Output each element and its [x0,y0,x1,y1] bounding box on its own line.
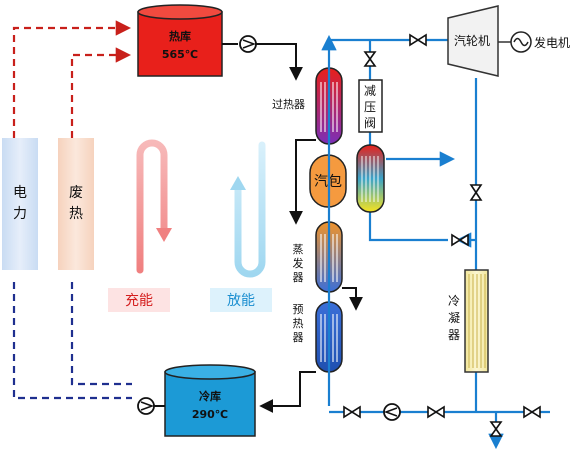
charge-legend-label: 充能 [125,293,153,309]
generator: 发电机 [498,31,570,53]
generator-label: 发电机 [534,35,570,50]
hot-salt-pump-icon [222,35,257,53]
turbine-label: 汽轮机 [454,33,490,48]
steam-turbine: 汽轮机 [447,5,499,77]
salt-flow-lines [259,139,363,413]
valve-icons [343,33,541,437]
superheater: 过热器 [272,67,343,145]
power-label-2: 力 [13,206,27,222]
cold-salt-pump-icon [137,397,165,415]
power-bar: 电 力 [2,138,38,270]
power-label-1: 电 [13,185,27,201]
prv-label-3: 阀 [364,116,376,130]
side-outlet-valve-icon [451,233,469,247]
condenser-line-valve-icon [469,184,483,201]
evaporator-label-1: 蒸 [293,243,304,256]
side-heat-exchanger [356,144,385,213]
waste-heat-label-2: 热 [69,206,83,222]
condenser-label-1: 冷 [448,294,460,308]
condenser: 冷 凝 器 [448,269,489,373]
waste-heat-bar: 废 热 [58,138,94,270]
drain-valve-icon [489,421,503,437]
discharge-legend-label: 放能 [227,293,255,309]
evaporator-label-2: 发 [293,256,304,270]
evaporator: 蒸 发 器 [293,221,343,293]
charge-legend: 充能 [108,139,172,312]
feed-valve-2-icon [427,405,445,419]
prv-label-2: 压 [364,100,376,114]
condenser-label-3: 器 [448,328,460,342]
feed-valve-1-icon [343,405,361,419]
evaporator-label-3: 器 [293,271,304,284]
charge-heat-lines [12,20,132,138]
pressure-reducing-valve: 减 压 阀 [358,79,383,133]
condenser-label-2: 凝 [448,310,460,325]
feedwater-pump-icon [383,403,401,421]
water-steam-lines [321,34,550,450]
hot-tank-name: 热库 [169,29,191,43]
hot-tank-temp: 565℃ [162,48,198,61]
cold-tank-temp: 290℃ [192,408,228,421]
discharge-arrow-icon [230,176,246,190]
preheater-label-2: 热 [293,317,304,330]
power-lines [12,282,132,400]
charge-arrow-icon [156,228,172,242]
hot-tank: 热库 565℃ [137,4,223,77]
hot-salt-line [256,43,303,81]
feed-valve-3-icon [523,405,541,419]
preheater-label-3: 器 [293,331,304,344]
turbine-inlet-valve-icon [409,33,427,47]
reducing-branch-valve-icon [363,51,377,67]
waste-heat-label-1: 废 [69,185,83,201]
preheater-label-1: 预 [293,303,304,316]
cold-tank: 冷库 290℃ [164,364,256,437]
cold-tank-name: 冷库 [199,389,221,403]
preheater: 预 热 器 [293,301,343,373]
discharge-legend: 放能 [210,141,272,312]
superheater-label: 过热器 [272,98,305,111]
prv-label-1: 减 [364,84,376,98]
